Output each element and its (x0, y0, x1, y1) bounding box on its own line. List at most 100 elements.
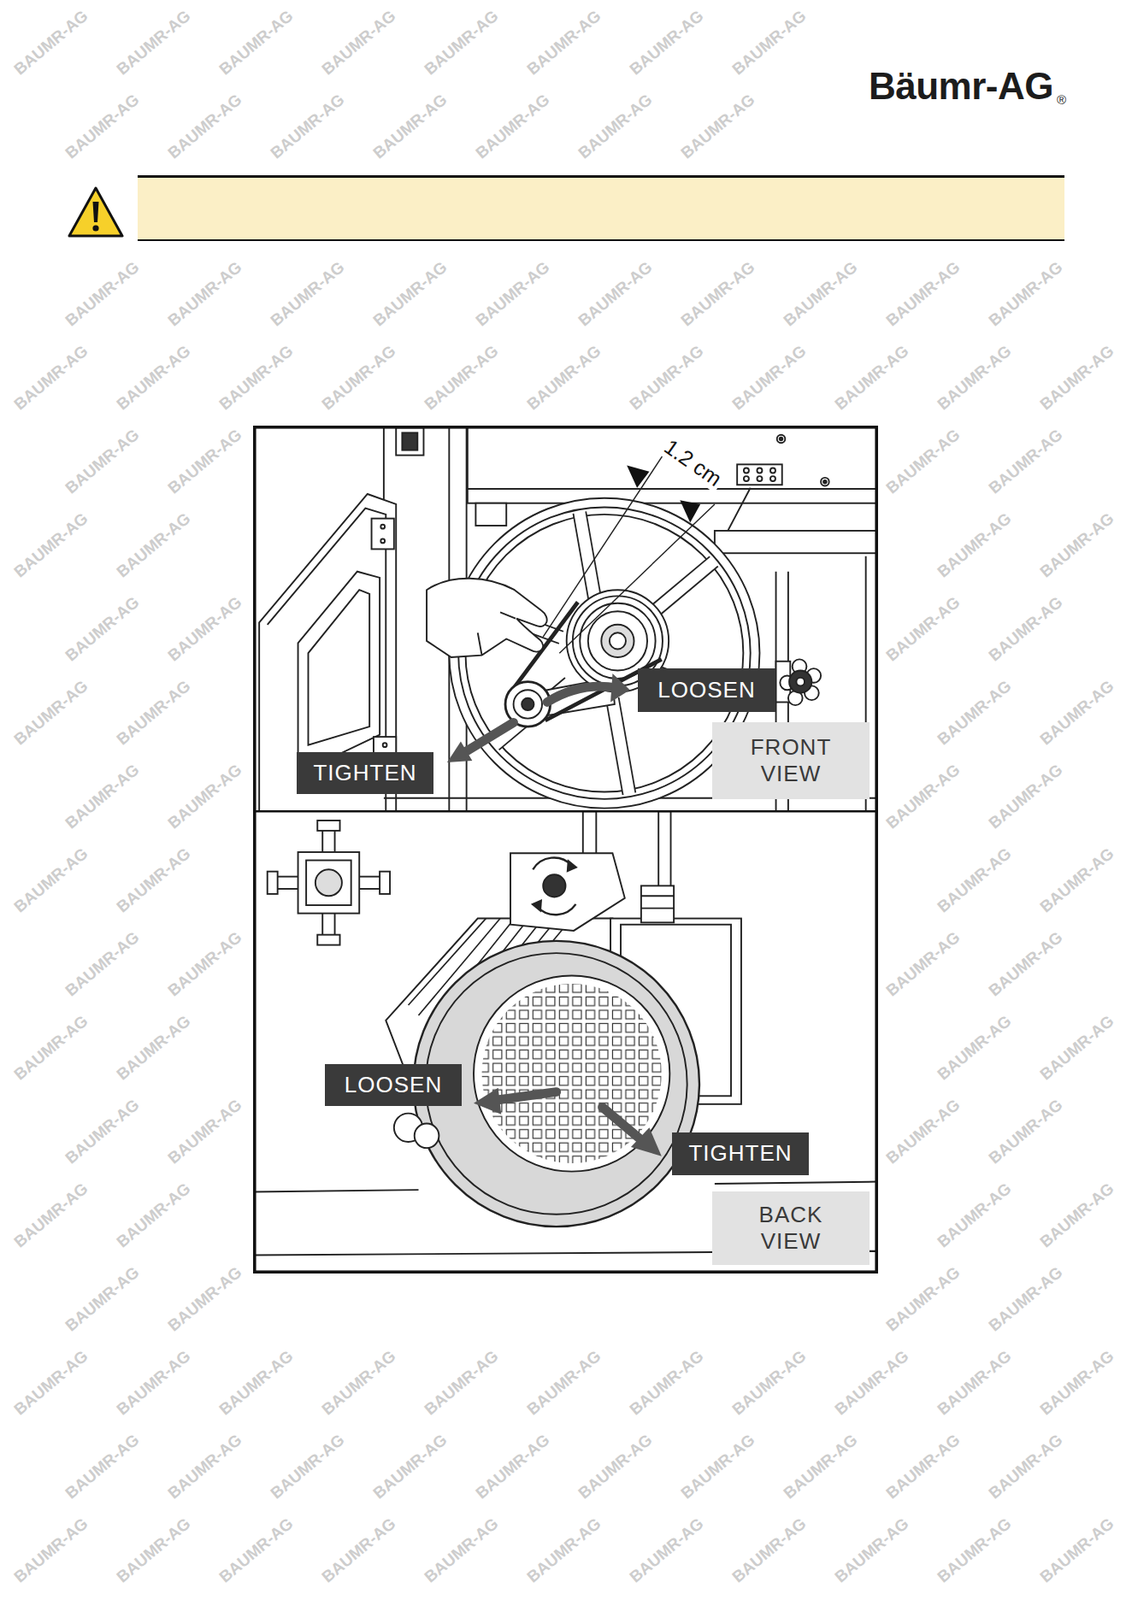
watermark: BAUMR-AG (984, 1431, 1067, 1504)
watermark: BAUMR-AG (10, 1515, 92, 1588)
watermark: BAUMR-AG (625, 1347, 708, 1421)
watermark: BAUMR-AG (61, 593, 143, 667)
watermark: BAUMR-AG (1036, 509, 1118, 583)
watermark: BAUMR-AG (1036, 341, 1118, 415)
direction-label: TIGHTEN (672, 1132, 809, 1176)
watermark: BAUMR-AG (420, 6, 502, 80)
watermark: BAUMR-AG (471, 1431, 554, 1504)
watermark: BAUMR-AG (266, 258, 348, 331)
watermark: BAUMR-AG (266, 90, 348, 164)
watermark: BAUMR-AG (831, 1515, 913, 1588)
watermark: BAUMR-AG (215, 6, 297, 80)
watermark: BAUMR-AG (10, 1012, 92, 1085)
watermark: BAUMR-AG (523, 1347, 605, 1421)
watermark: BAUMR-AG (112, 1515, 195, 1588)
watermark: BAUMR-AG (61, 258, 143, 331)
watermark: BAUMR-AG (984, 1263, 1067, 1337)
watermark: BAUMR-AG (112, 1347, 195, 1421)
watermark: BAUMR-AG (266, 1431, 348, 1504)
watermark: BAUMR-AG (10, 1179, 92, 1253)
watermark: BAUMR-AG (831, 341, 913, 415)
watermark: BAUMR-AG (61, 90, 143, 164)
direction-label: TIGHTEN (296, 752, 434, 795)
watermark: BAUMR-AG (369, 1431, 451, 1504)
watermark: BAUMR-AG (1036, 844, 1118, 918)
watermark: BAUMR-AG (933, 509, 1015, 583)
watermark: BAUMR-AG (523, 341, 605, 415)
watermark: BAUMR-AG (215, 1347, 297, 1421)
watermark: BAUMR-AG (1036, 1012, 1118, 1085)
watermark: BAUMR-AG (318, 1515, 400, 1588)
watermark: BAUMR-AG (164, 1263, 246, 1337)
watermark: BAUMR-AG (112, 1012, 195, 1085)
watermark: BAUMR-AG (984, 928, 1067, 1002)
label-text: TIGHTEN (688, 1140, 792, 1168)
watermark: BAUMR-AG (10, 677, 92, 750)
watermark: BAUMR-AG (779, 1431, 861, 1504)
watermark: BAUMR-AG (625, 1515, 708, 1588)
watermark: BAUMR-AG (882, 425, 964, 499)
watermark: BAUMR-AG (882, 258, 964, 331)
figure-frame (254, 427, 877, 1273)
label-text: LOOSEN (344, 1072, 443, 1099)
label-text: TIGHTEN (312, 760, 417, 787)
watermark: BAUMR-AG (625, 6, 708, 80)
watermark: BAUMR-AG (882, 1263, 964, 1337)
watermark: BAUMR-AG (61, 760, 143, 834)
watermark: BAUMR-AG (523, 6, 605, 80)
warning-banner (137, 175, 1065, 242)
front-view-drawing (259, 425, 879, 812)
watermark: BAUMR-AG (574, 258, 656, 331)
view-label: BACK VIEW (712, 1191, 870, 1266)
watermark: BAUMR-AG (933, 1515, 1015, 1588)
watermark: BAUMR-AG (112, 844, 195, 918)
view-label: FRONT VIEW (712, 722, 870, 800)
watermark: BAUMR-AG (369, 90, 451, 164)
watermark: BAUMR-AG (728, 6, 810, 80)
watermark: BAUMR-AG (1036, 677, 1118, 750)
watermark: BAUMR-AG (984, 760, 1067, 834)
watermark: BAUMR-AG (164, 258, 246, 331)
watermark: BAUMR-AG (420, 1515, 502, 1588)
watermark: BAUMR-AG (164, 1096, 246, 1169)
watermark: BAUMR-AG (164, 928, 246, 1002)
watermark: BAUMR-AG (61, 928, 143, 1002)
label-text: LOOSEN (657, 677, 755, 704)
watermark: BAUMR-AG (318, 1347, 400, 1421)
watermark: BAUMR-AG (112, 341, 195, 415)
watermark: BAUMR-AG (164, 425, 246, 499)
watermark: BAUMR-AG (933, 1012, 1015, 1085)
watermark: BAUMR-AG (164, 90, 246, 164)
watermark: BAUMR-AG (112, 1179, 195, 1253)
watermark: BAUMR-AG (1036, 1179, 1118, 1253)
watermark: BAUMR-AG (933, 844, 1015, 918)
watermark: BAUMR-AG (882, 1096, 964, 1169)
watermark: BAUMR-AG (779, 258, 861, 331)
watermark: BAUMR-AG (677, 258, 759, 331)
watermark: BAUMR-AG (112, 509, 195, 583)
watermark: BAUMR-AG (61, 1263, 143, 1337)
watermark: BAUMR-AG (984, 425, 1067, 499)
watermark: BAUMR-AG (10, 1347, 92, 1421)
label-text: FRONT VIEW (735, 734, 847, 788)
back-view-drawing (253, 811, 879, 1256)
watermark: BAUMR-AG (677, 90, 759, 164)
registered-mark: ® (1056, 92, 1067, 107)
watermark: BAUMR-AG (369, 258, 451, 331)
watermark: BAUMR-AG (574, 90, 656, 164)
watermark: BAUMR-AG (677, 1431, 759, 1504)
watermark: BAUMR-AG (523, 1515, 605, 1588)
watermark: BAUMR-AG (728, 1347, 810, 1421)
watermark: BAUMR-AG (625, 341, 708, 415)
watermark: BAUMR-AG (882, 593, 964, 667)
watermark: BAUMR-AG (882, 1431, 964, 1504)
watermark: BAUMR-AG (933, 1179, 1015, 1253)
watermark: BAUMR-AG (10, 844, 92, 918)
watermark: BAUMR-AG (1036, 1347, 1118, 1421)
watermark: BAUMR-AG (112, 677, 195, 750)
watermark: BAUMR-AG (831, 1347, 913, 1421)
watermark: BAUMR-AG (61, 1431, 143, 1504)
watermark: BAUMR-AG (10, 6, 92, 80)
watermark: BAUMR-AG (318, 6, 400, 80)
